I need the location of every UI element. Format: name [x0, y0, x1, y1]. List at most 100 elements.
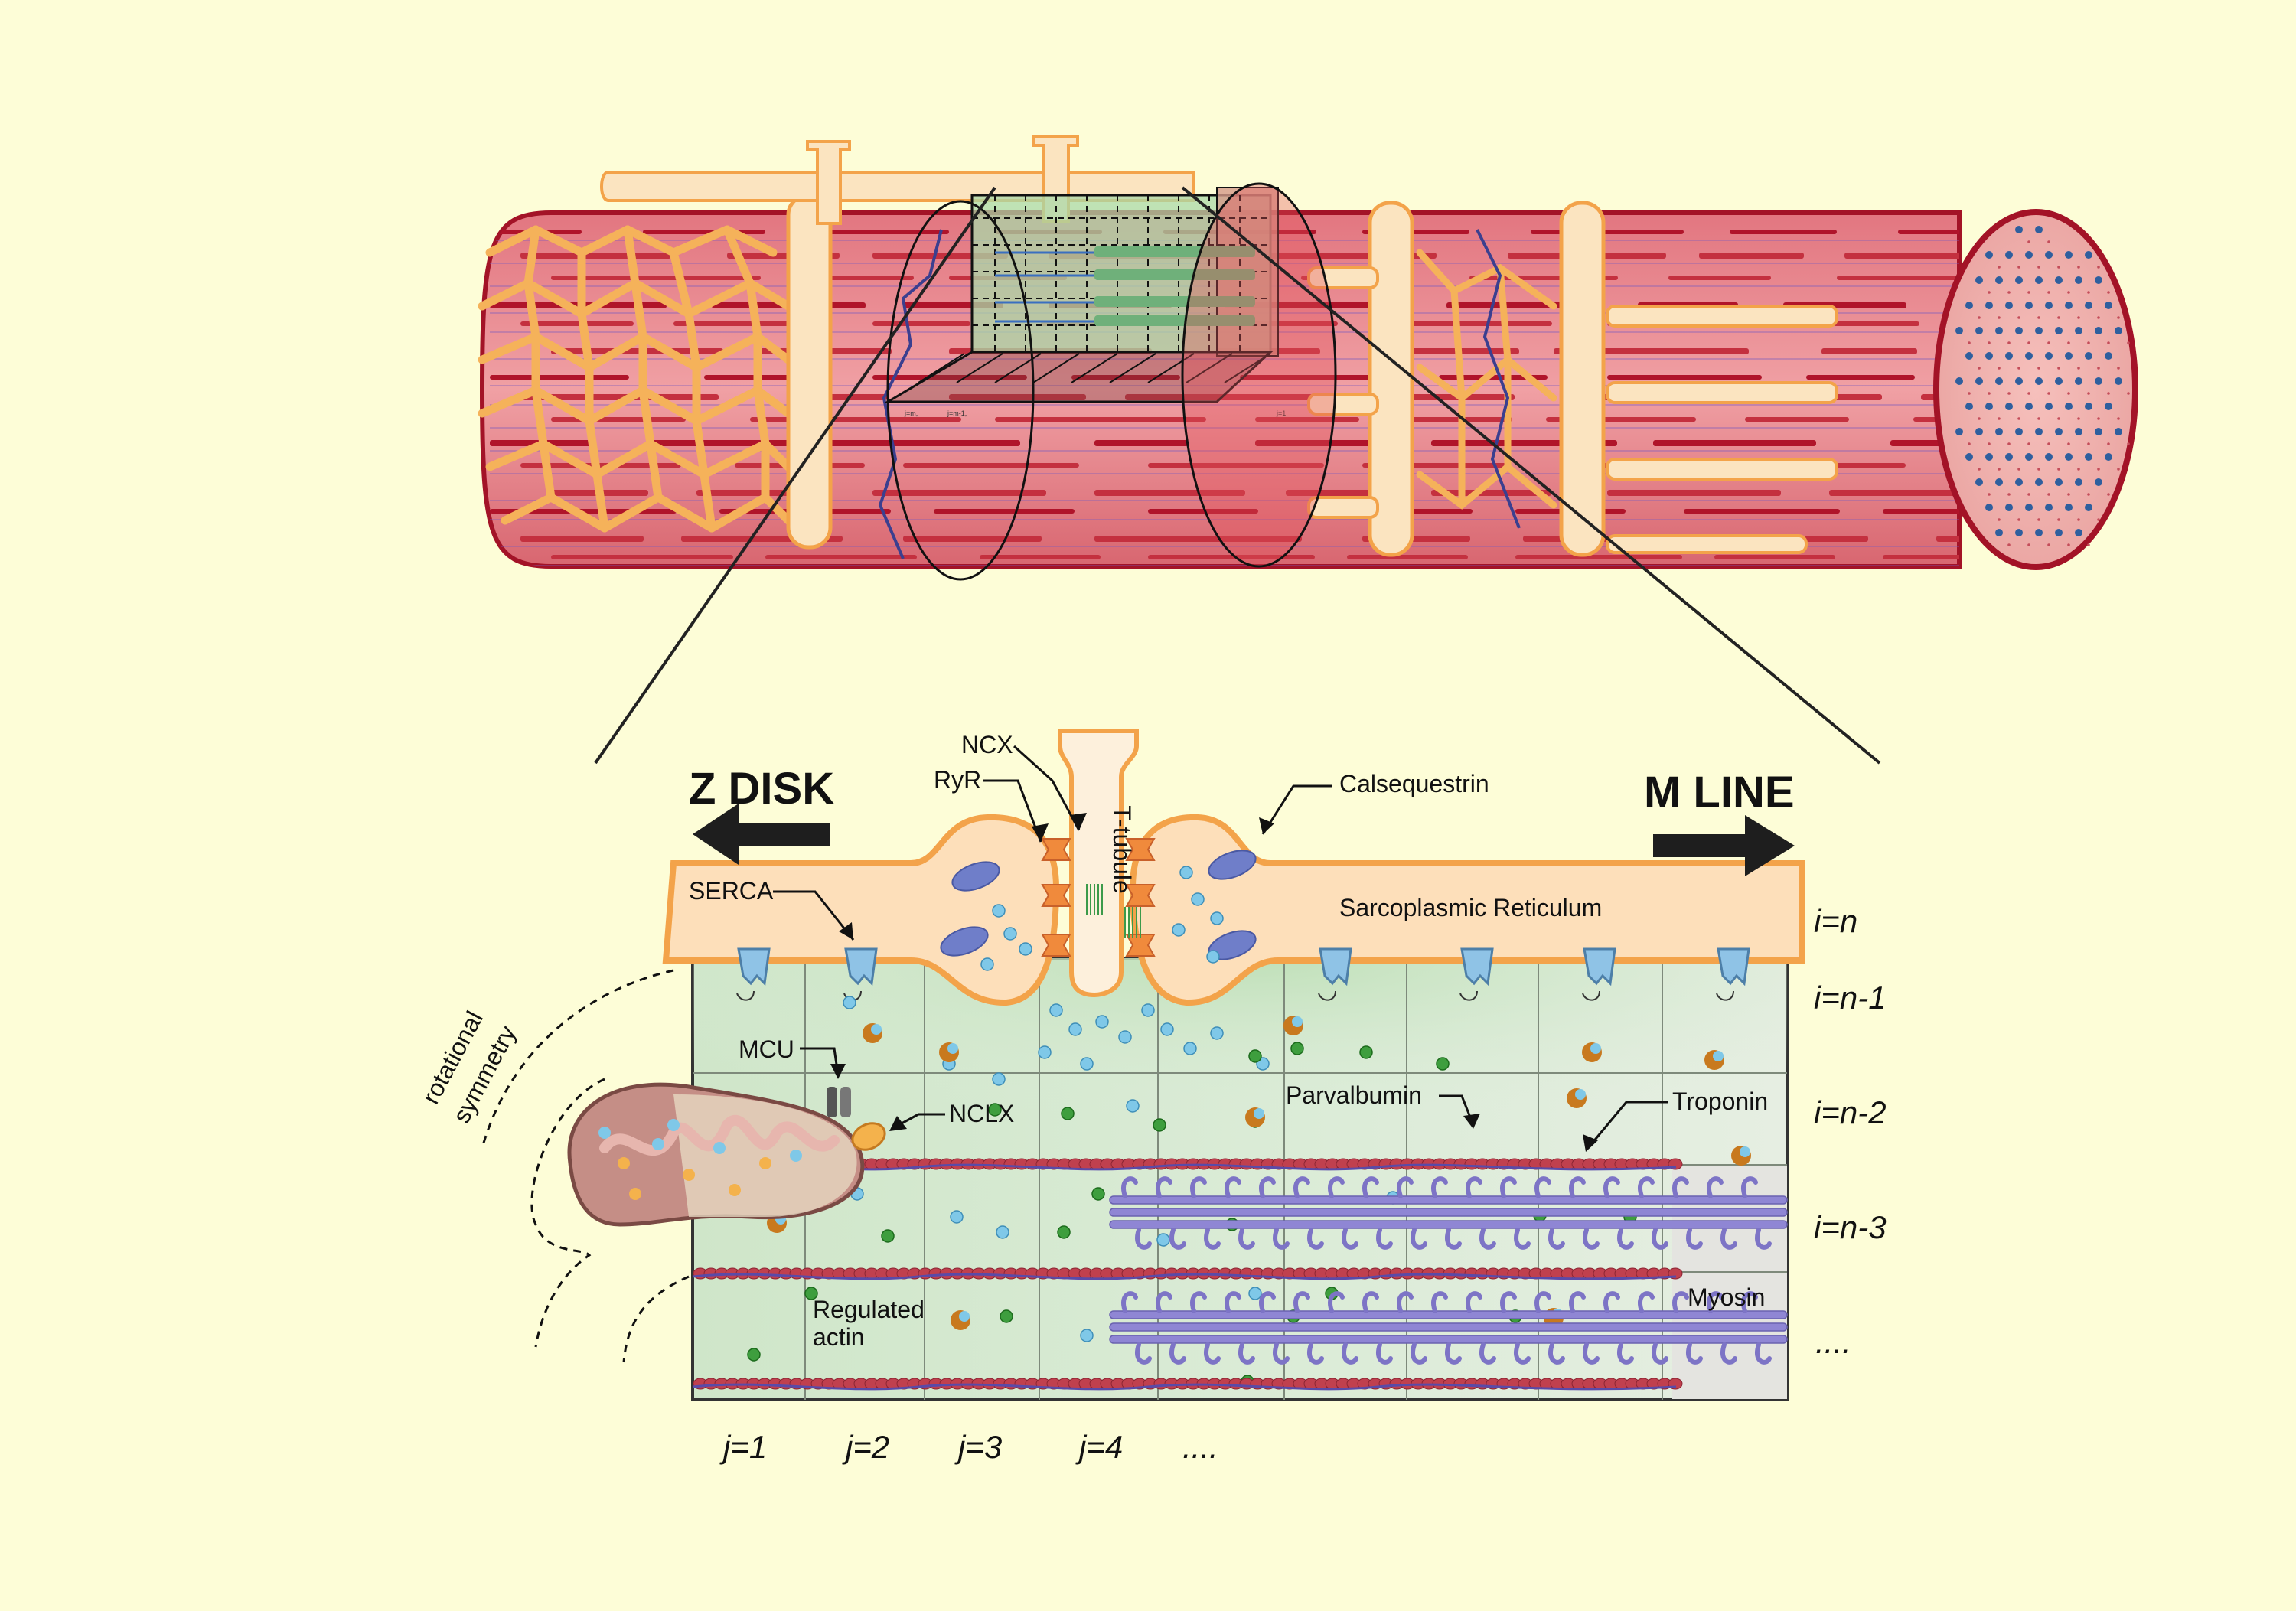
- cap-dot-small: [2007, 392, 2011, 395]
- cap-dot-small: [2007, 493, 2011, 496]
- cap-dot: [1955, 327, 1963, 334]
- zoom-line-left: [594, 186, 996, 765]
- mito-ion: [729, 1184, 741, 1196]
- cap-dot-small: [2077, 266, 2080, 269]
- cap-dot: [1985, 251, 1993, 259]
- cap-dot-small: [2067, 543, 2070, 546]
- mito-ion: [790, 1150, 802, 1162]
- mito-ion: [759, 1157, 771, 1169]
- cap-dot: [2005, 352, 2013, 360]
- myosin-head: [1569, 1291, 1586, 1313]
- mito-ion: [598, 1127, 611, 1139]
- t-tubule[interactable]: [1058, 729, 1139, 998]
- sarcoplasmic-reticulum-label: Sarcoplasmic Reticulum: [1339, 894, 1602, 921]
- myofibril-stripe: [827, 440, 1020, 446]
- cap-dot: [2065, 403, 2073, 410]
- col-label-j-2: j=2: [842, 1429, 889, 1465]
- myosin-strand: [1109, 1195, 1788, 1205]
- myofibril-stripe: [1347, 555, 1468, 559]
- cap-dot-small: [1988, 392, 1991, 395]
- calcium-ion: [1191, 892, 1205, 906]
- serca-label: SERCA: [689, 877, 774, 905]
- cap-dot: [2045, 352, 2053, 360]
- nclx-exchanger: [851, 1122, 886, 1151]
- block-myosin: [1094, 296, 1255, 307]
- myofibril-stripe: [1094, 536, 1302, 542]
- cap-dot-small: [2077, 367, 2080, 370]
- calcium-ion: [1038, 1045, 1052, 1059]
- myosin-head: [1466, 1176, 1482, 1198]
- cross-section-ellipse-right: [1181, 182, 1337, 568]
- calsequestrin: [940, 926, 989, 957]
- cap-dot: [2115, 377, 2122, 385]
- myosin-head: [1638, 1176, 1655, 1198]
- serca-arrow: [1716, 990, 1734, 1001]
- cap-dot-small: [2107, 442, 2110, 445]
- row-label-more: ....: [1815, 1324, 1851, 1360]
- myofibril-stripe: [1408, 321, 1552, 326]
- parvalbumin-bound-ca: [947, 1043, 958, 1054]
- myosin-head: [1603, 1176, 1620, 1198]
- cap-dot: [2105, 453, 2112, 461]
- myosin-head: [1466, 1291, 1482, 1313]
- cap-dot: [2095, 377, 2102, 385]
- cap-dot: [2015, 276, 2023, 284]
- myosin-head: [1672, 1176, 1689, 1198]
- myosin-head: [1431, 1291, 1448, 1313]
- cap-dot-small: [2027, 392, 2030, 395]
- cap-dot: [2035, 478, 2043, 486]
- myofibril-stripe: [520, 536, 644, 542]
- myofibril-stripe: [1515, 555, 1682, 559]
- myosin-head: [1169, 1342, 1186, 1365]
- ion-dots: [747, 866, 1751, 1388]
- cap-dot: [2075, 327, 2082, 334]
- zoom-line-right: [1181, 186, 1881, 765]
- z-disk-label: Z DISK: [689, 764, 834, 814]
- cap-dot: [2015, 377, 2023, 385]
- sr-blue-lines: [878, 229, 1521, 559]
- m-line-arrow: [1653, 815, 1795, 876]
- myosin-head: [1755, 1342, 1772, 1365]
- cap-dot-small: [2107, 493, 2110, 496]
- myofibril-stripe: [1883, 555, 1959, 559]
- block-grid-line: [1071, 353, 1118, 383]
- calcium-ion: [992, 904, 1006, 918]
- tropomyosin: [692, 1273, 1677, 1280]
- myofibril-stripe: [811, 276, 914, 280]
- cap-dot-small: [2077, 468, 2080, 471]
- calsequestrin: [951, 861, 1000, 892]
- cap-dot-small: [1978, 417, 1981, 420]
- myofibril-stripe: [520, 321, 634, 326]
- myofibril-stripe: [1653, 440, 1816, 446]
- cap-dot-small: [2027, 442, 2030, 445]
- ryr-channel: [1041, 838, 1071, 861]
- cap-dot-small: [2097, 518, 2100, 521]
- myosin-head: [1376, 1342, 1393, 1365]
- myofibril-stripe: [1699, 253, 1804, 259]
- regulated-actin-label-2: actin: [813, 1323, 865, 1351]
- myofibril-stripe: [520, 394, 719, 400]
- myosin-strand: [1109, 1220, 1788, 1229]
- cap-dot: [1955, 428, 1963, 435]
- myosin-head: [1190, 1176, 1207, 1198]
- row-label-i-n-3: i=n-3: [1814, 1209, 1887, 1245]
- cap-dot-small: [2037, 316, 2040, 319]
- myosin-head: [1411, 1228, 1427, 1250]
- cap-dot: [2065, 251, 2073, 259]
- myosin-head: [1479, 1228, 1496, 1250]
- myofibril-stripe: [1255, 440, 1388, 446]
- cap-dot: [1985, 504, 1993, 511]
- t-tubule-bands: [786, 193, 1606, 557]
- cap-dot: [2035, 276, 2043, 284]
- myosin-head: [1534, 1291, 1551, 1313]
- cap-dot-small: [2097, 266, 2100, 269]
- cap-dot: [2065, 504, 2073, 511]
- myosin-head: [1307, 1342, 1324, 1365]
- cap-dot-small: [1988, 341, 1991, 344]
- calcium-ion: [1210, 1026, 1224, 1040]
- myofibril-stripe: [750, 417, 961, 422]
- cap-dot-small: [2057, 266, 2060, 269]
- cap-dot: [2075, 478, 2082, 486]
- myosin-filaments: [1109, 1176, 1788, 1365]
- myosin-head: [1293, 1291, 1310, 1313]
